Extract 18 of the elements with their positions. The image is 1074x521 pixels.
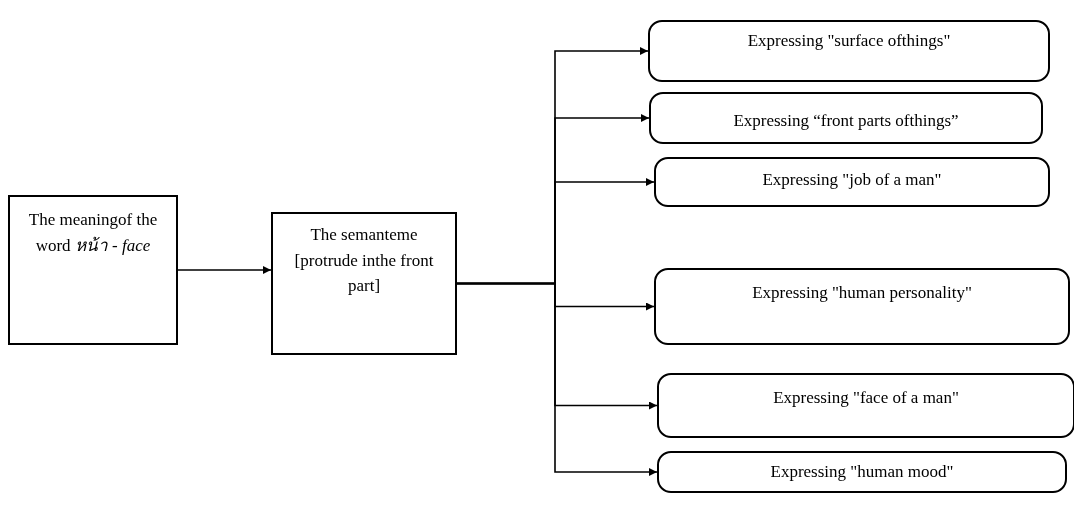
process-box bbox=[271, 212, 457, 355]
process-box bbox=[8, 195, 178, 345]
rounded-box bbox=[657, 451, 1067, 493]
node-label: Expressing "human personality" bbox=[752, 282, 972, 304]
rounded-box bbox=[649, 92, 1043, 144]
rounded-box bbox=[657, 373, 1074, 438]
node-label: Expressing "job of a man" bbox=[762, 169, 942, 191]
node-label: The semanteme [protrude inthe front part] bbox=[293, 224, 435, 297]
node-label: Expressing “front parts ofthings” bbox=[733, 110, 959, 132]
node-label: The meaningof the word หน้า - face bbox=[27, 209, 159, 257]
rounded-box bbox=[648, 20, 1050, 82]
node-label: Expressing "human mood" bbox=[770, 461, 954, 483]
rounded-box bbox=[654, 268, 1070, 345]
rounded-box bbox=[654, 157, 1050, 207]
node-label: Expressing "surface ofthings" bbox=[747, 30, 951, 52]
node-label: Expressing "face of a man" bbox=[773, 387, 959, 409]
arrow bbox=[456, 282, 658, 476]
arrow bbox=[177, 266, 272, 274]
